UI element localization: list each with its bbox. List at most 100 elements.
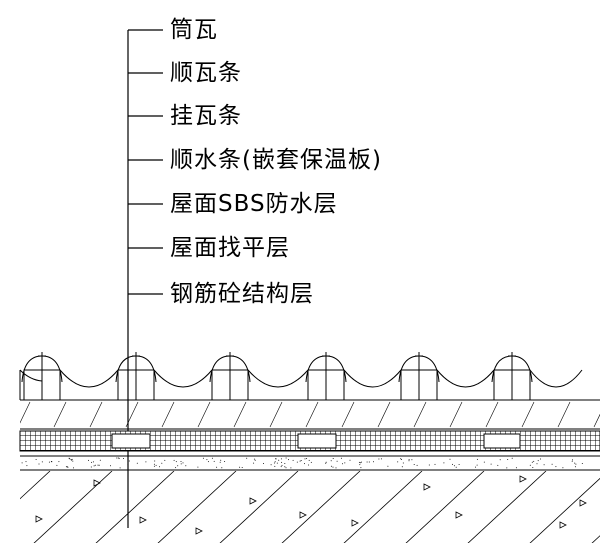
aggregate-triangle — [423, 483, 431, 491]
stipple-dot — [273, 462, 275, 464]
tile-trough — [529, 369, 583, 388]
stipple-dot — [281, 464, 283, 466]
stipple-dot — [216, 466, 218, 468]
stipple-dot — [118, 457, 120, 459]
stipple-dot — [123, 458, 124, 459]
stipple-dot — [531, 461, 533, 463]
stipple-dot — [25, 461, 27, 463]
stipple-dot — [299, 460, 301, 462]
stipple-dot — [336, 460, 338, 462]
stipple-dot — [197, 466, 199, 468]
stipple-dot — [310, 461, 312, 463]
stipple-dot — [274, 465, 276, 467]
stipple-dot — [88, 459, 89, 461]
stipple-dot — [529, 464, 531, 466]
stipple-dot — [416, 464, 418, 466]
stipple-dot — [239, 466, 241, 468]
concrete-hatch-line — [529, 477, 600, 543]
stipple-dot — [476, 464, 478, 466]
tile-trough — [153, 369, 213, 388]
stipple-dot — [66, 466, 68, 468]
stipple-dot — [402, 462, 404, 464]
insulation-board-2 — [297, 433, 337, 449]
stipple-dot — [581, 463, 583, 464]
stipple-dot — [127, 464, 129, 466]
stipple-dot — [476, 458, 478, 460]
label-hanging-strip: 挂瓦条 — [170, 103, 242, 129]
tile-row — [19, 352, 600, 401]
concrete-hatch-line — [157, 471, 237, 543]
stipple-dot — [26, 465, 28, 467]
stipple-dot — [344, 462, 346, 464]
stipple-dot — [67, 466, 69, 468]
stipple-dot — [361, 461, 362, 463]
stipple-dot — [56, 464, 58, 466]
sbs-waterproof-layer — [19, 430, 600, 452]
stipple-dot — [368, 461, 370, 463]
hatch-line — [593, 413, 600, 428]
stipple-dot — [164, 459, 166, 461]
stipple-dot — [182, 462, 184, 464]
stipple-dot — [290, 467, 292, 469]
concrete-hatch-line — [591, 535, 600, 543]
stipple-dot — [574, 462, 576, 464]
label-counter-batten: 顺水条(嵌套保温板) — [170, 147, 382, 173]
stipple-dot — [274, 461, 276, 463]
stipple-dot — [71, 459, 73, 461]
stipple-dot — [180, 463, 182, 465]
stipple-dot — [117, 457, 119, 459]
stipple-dot — [515, 467, 517, 469]
stipple-dot — [455, 466, 457, 468]
stipple-dot — [449, 458, 451, 460]
stipple-dot — [428, 464, 430, 466]
stipple-dot — [48, 461, 50, 463]
hatch-line — [197, 401, 211, 428]
tile-trough — [343, 369, 402, 388]
concrete-hatch-line — [467, 471, 547, 543]
stipple-dot — [38, 463, 40, 465]
stipple-dot — [540, 458, 541, 460]
hatch-line — [305, 401, 319, 428]
batten-hatch — [20, 401, 600, 428]
stipple-dot — [161, 462, 163, 464]
stipple-dot — [452, 463, 453, 465]
stipple-dot — [571, 460, 573, 462]
hatch-line — [20, 401, 31, 424]
stipple-dot — [300, 460, 302, 461]
stipple-dot — [246, 457, 248, 459]
aggregate-triangle — [299, 511, 307, 519]
stipple-dot — [145, 461, 147, 463]
stipple-dot — [285, 467, 287, 469]
stipple-dot — [91, 461, 93, 463]
stipple-dot — [551, 463, 553, 465]
insulation-board-1 — [111, 433, 151, 449]
stipple-dot — [41, 461, 43, 463]
stipple-dot — [99, 459, 101, 461]
stipple-dot — [292, 459, 294, 461]
hatch-line — [449, 401, 463, 428]
hatch-line — [377, 401, 391, 428]
stipple-dot — [378, 458, 380, 460]
stipple-dot — [506, 467, 508, 469]
stipple-dot — [211, 457, 213, 459]
stipple-dot — [537, 460, 539, 462]
stipple-dot — [284, 466, 286, 468]
stipple-dot — [154, 460, 156, 462]
concrete-hatch-line — [33, 471, 113, 543]
aggregate-triangle — [519, 475, 527, 483]
concrete-hatch-line — [95, 471, 175, 543]
stipple-dot — [342, 463, 343, 465]
label-tube-tile: 筒瓦 — [170, 17, 218, 43]
stipple-dot — [180, 461, 182, 462]
stipple-dot — [270, 464, 272, 466]
stipple-dot — [397, 461, 399, 463]
stipple-dot — [175, 467, 177, 469]
stipple-dot — [562, 467, 564, 469]
stipple-dot — [276, 462, 278, 464]
stipple-dot — [221, 467, 223, 469]
stipple-dot — [21, 462, 23, 464]
stipple-dot — [94, 464, 96, 466]
stipple-dot — [349, 459, 351, 461]
stipple-dot — [119, 467, 121, 469]
stipple-dot — [159, 466, 160, 468]
